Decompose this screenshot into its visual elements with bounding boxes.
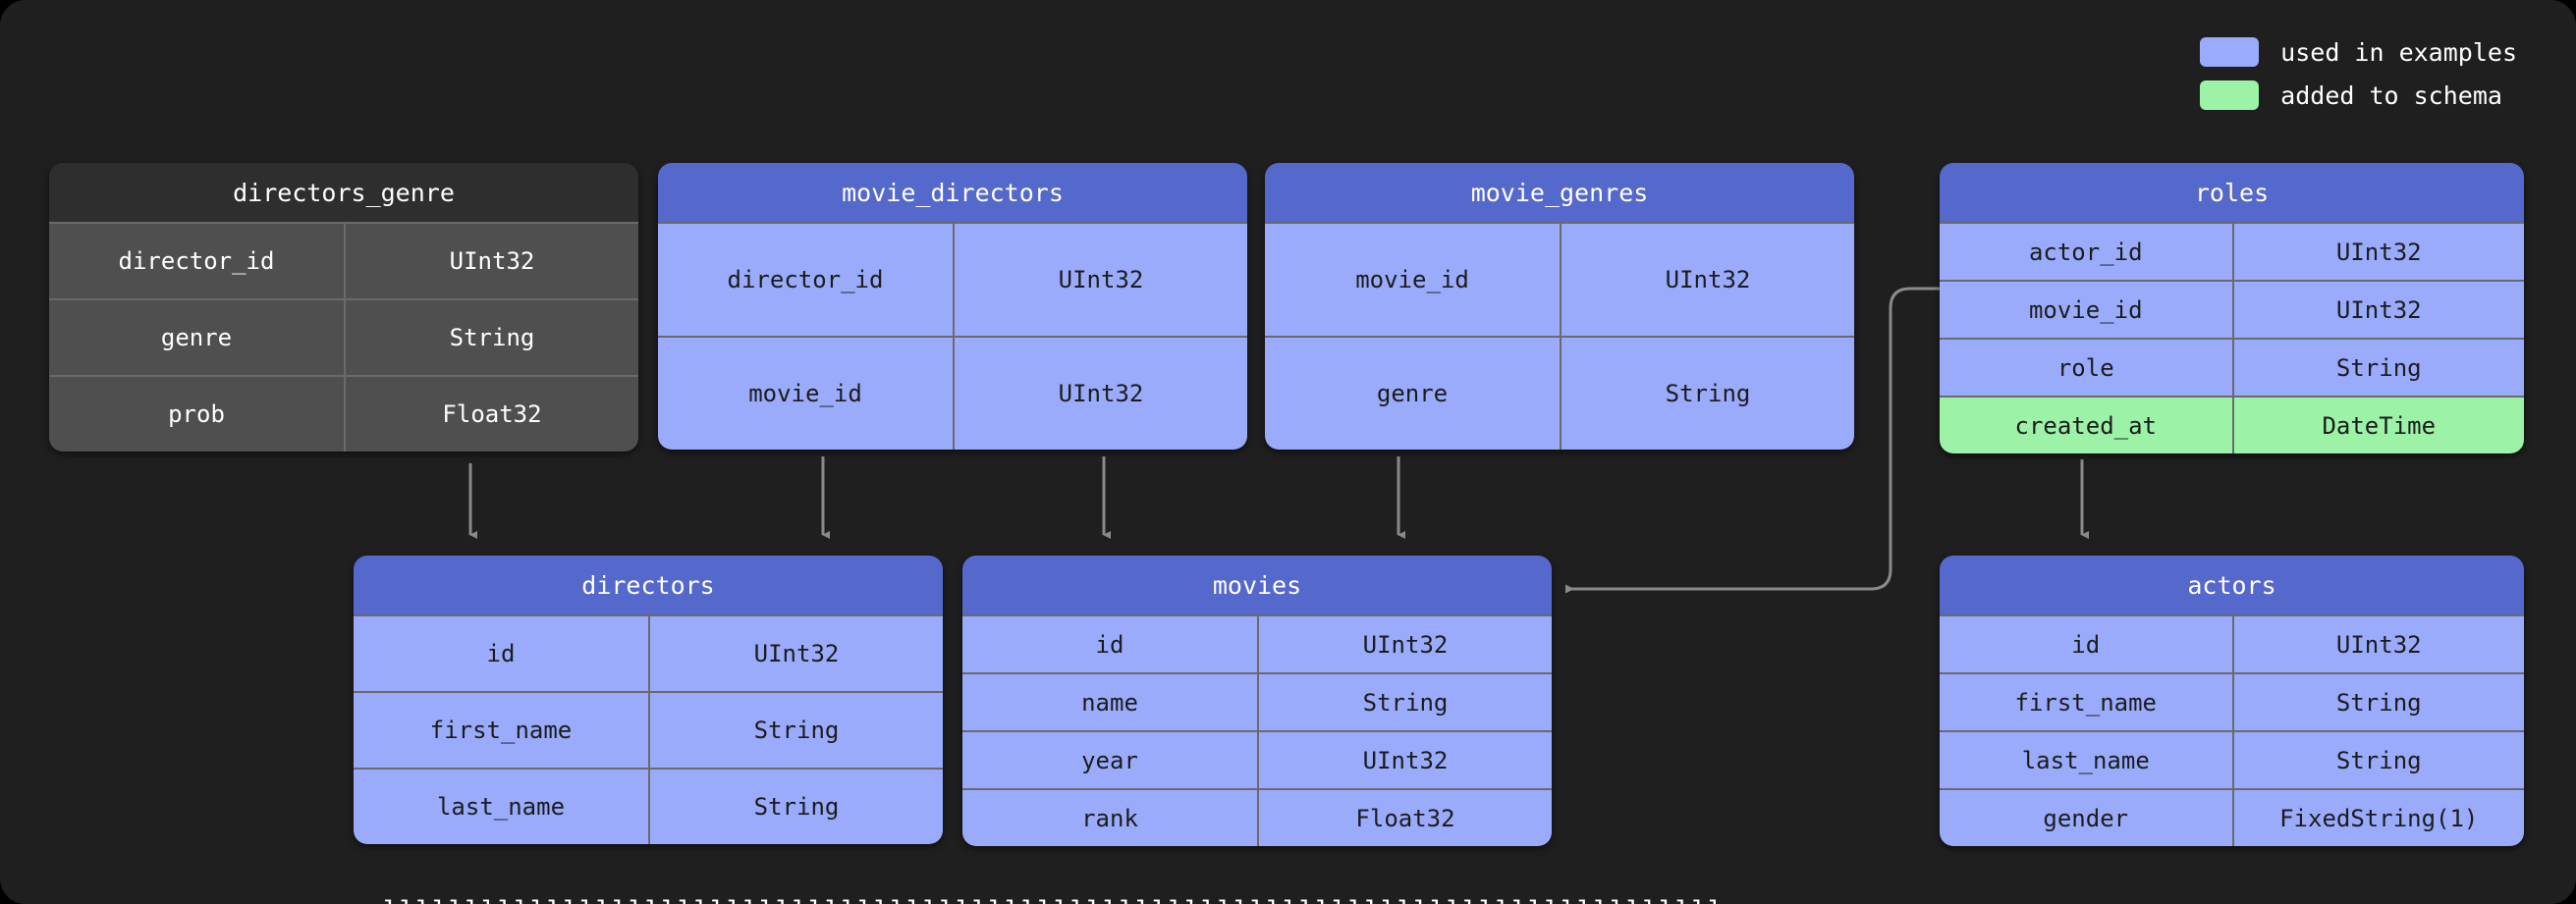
table-row[interactable]: id UInt32	[962, 614, 1552, 672]
column-name: first_name	[1940, 674, 2232, 730]
table-row[interactable]: name String	[962, 672, 1552, 730]
legend-item-added-to-schema: added to schema	[2200, 80, 2502, 110]
column-type: String	[648, 770, 943, 844]
table-title-directors-genre: directors_genre	[49, 163, 638, 222]
column-name: movie_id	[1265, 224, 1560, 336]
table-title-movie-genres: movie_genres	[1265, 163, 1854, 222]
column-name: id	[1940, 616, 2232, 672]
table-row[interactable]: last_name String	[354, 768, 943, 844]
table-row[interactable]: genre String	[49, 298, 638, 375]
table-title-directors: directors	[354, 556, 943, 614]
column-name: genre	[49, 300, 344, 375]
column-name: year	[962, 732, 1257, 788]
column-name: director_id	[49, 224, 344, 298]
column-name: last_name	[1940, 732, 2232, 788]
clipped-footer-strip: llllllllllllllllllllllllllllllllllllllll…	[0, 896, 2576, 904]
column-name: first_name	[354, 693, 648, 768]
column-type: DateTime	[2231, 398, 2524, 453]
column-type: UInt32	[344, 224, 638, 298]
column-type: UInt32	[1257, 732, 1552, 788]
column-name: gender	[1940, 790, 2232, 846]
column-name: movie_id	[658, 338, 953, 450]
table-row[interactable]: prob Float32	[49, 375, 638, 452]
column-type: UInt32	[1257, 616, 1552, 672]
legend-swatch-used-in-examples	[2200, 37, 2260, 67]
column-type: Float32	[344, 377, 638, 452]
table-row[interactable]: role String	[1940, 338, 2524, 396]
table-movie-genres[interactable]: movie_genres movie_id UInt32 genre Strin…	[1265, 163, 1854, 450]
table-row[interactable]: movie_id UInt32	[658, 336, 1247, 450]
table-row[interactable]: actor_id UInt32	[1940, 222, 2524, 280]
table-row[interactable]: movie_id UInt32	[1265, 222, 1854, 336]
table-row[interactable]: first_name String	[354, 691, 943, 768]
table-title-movies: movies	[962, 556, 1552, 614]
table-row-highlighted[interactable]: created_at DateTime	[1940, 396, 2524, 453]
table-row[interactable]: director_id UInt32	[658, 222, 1247, 336]
table-actors[interactable]: actors id UInt32 first_name String last_…	[1940, 556, 2524, 846]
column-type: String	[344, 300, 638, 375]
table-directors-genre[interactable]: directors_genre director_id UInt32 genre…	[49, 163, 638, 452]
legend-label-added-to-schema: added to schema	[2280, 80, 2502, 110]
column-name: id	[354, 616, 648, 691]
table-row[interactable]: first_name String	[1940, 672, 2524, 730]
table-movie-directors[interactable]: movie_directors director_id UInt32 movie…	[658, 163, 1247, 450]
column-type: UInt32	[648, 616, 943, 691]
column-type: FixedString(1)	[2231, 790, 2524, 846]
table-row[interactable]: id UInt32	[1940, 614, 2524, 672]
table-row[interactable]: genre String	[1265, 336, 1854, 450]
column-type: String	[2231, 674, 2524, 730]
column-type: String	[2231, 340, 2524, 396]
column-type: UInt32	[2231, 224, 2524, 280]
column-name: created_at	[1940, 398, 2232, 453]
table-title-actors: actors	[1940, 556, 2524, 614]
legend-label-used-in-examples: used in examples	[2280, 37, 2517, 67]
table-row[interactable]: movie_id UInt32	[1940, 280, 2524, 338]
column-type: Float32	[1257, 790, 1552, 846]
column-name: prob	[49, 377, 344, 452]
table-row[interactable]: rank Float32	[962, 788, 1552, 846]
clipped-footer-text: llllllllllllllllllllllllllllllllllllllll…	[383, 896, 1725, 904]
column-type: UInt32	[2231, 282, 2524, 338]
legend-item-used-in-examples: used in examples	[2200, 37, 2517, 67]
legend: used in examples added to schema	[2200, 37, 2517, 110]
table-row[interactable]: id UInt32	[354, 614, 943, 691]
column-name: name	[962, 674, 1257, 730]
table-directors[interactable]: directors id UInt32 first_name String la…	[354, 556, 943, 844]
column-name: rank	[962, 790, 1257, 846]
column-name: id	[962, 616, 1257, 672]
column-name: genre	[1265, 338, 1560, 450]
column-type: String	[1560, 338, 1854, 450]
column-name: actor_id	[1940, 224, 2232, 280]
column-name: movie_id	[1940, 282, 2232, 338]
column-type: String	[648, 693, 943, 768]
table-row[interactable]: gender FixedString(1)	[1940, 788, 2524, 846]
column-type: UInt32	[953, 338, 1247, 450]
table-row[interactable]: director_id UInt32	[49, 222, 638, 298]
table-title-movie-directors: movie_directors	[658, 163, 1247, 222]
table-title-roles: roles	[1940, 163, 2524, 222]
column-type: String	[2231, 732, 2524, 788]
column-name: director_id	[658, 224, 953, 336]
table-row[interactable]: year UInt32	[962, 730, 1552, 788]
column-type: UInt32	[953, 224, 1247, 336]
legend-swatch-added-to-schema	[2200, 80, 2260, 110]
column-type: UInt32	[1560, 224, 1854, 336]
column-type: UInt32	[2231, 616, 2524, 672]
table-row[interactable]: last_name String	[1940, 730, 2524, 788]
table-roles[interactable]: roles actor_id UInt32 movie_id UInt32 ro…	[1940, 163, 2524, 453]
column-name: last_name	[354, 770, 648, 844]
table-movies[interactable]: movies id UInt32 name String year UInt32…	[962, 556, 1552, 846]
column-name: role	[1940, 340, 2232, 396]
column-type: String	[1257, 674, 1552, 730]
